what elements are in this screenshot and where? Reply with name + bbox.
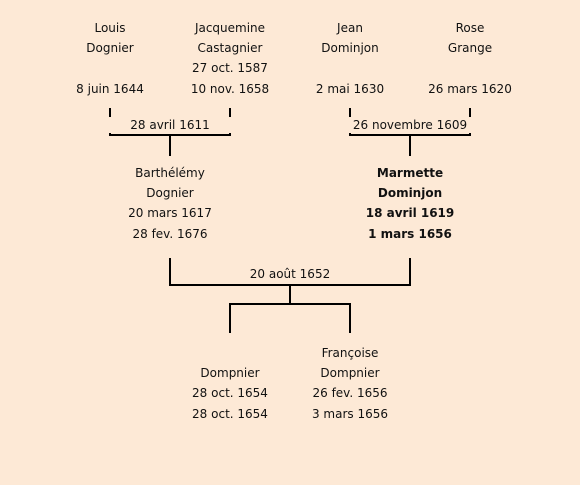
last-name: Dognier: [86, 41, 134, 55]
last-name: Dompnier: [200, 366, 260, 380]
last-name: Dominjon: [321, 41, 379, 55]
person-louis-dognier[interactable]: Louis Dognier 8 juin 1644: [50, 18, 170, 100]
death-date: 2 mai 1630: [315, 82, 385, 96]
death-date: 28 oct. 1654: [192, 407, 268, 421]
connector-line: [229, 303, 231, 333]
birth-date: 26 fev. 1656: [312, 386, 388, 400]
person-dompnier-child[interactable]: Dompnier 28 oct. 1654 28 oct. 1654: [170, 343, 290, 425]
first-name: Françoise: [321, 346, 379, 360]
death-date: 3 mars 1656: [311, 407, 389, 421]
last-name: Dompnier: [320, 366, 380, 380]
connector-line: [349, 303, 351, 333]
first-name: [170, 343, 290, 363]
birth-date: 20 mars 1617: [128, 206, 212, 220]
marriage-date-maternal: 26 novembre 1609: [340, 117, 480, 133]
birth-date: [290, 58, 410, 79]
last-name: Dognier: [146, 186, 194, 200]
marriage-date-paternal: 28 avril 1611: [100, 117, 240, 133]
person-francoise-dompnier[interactable]: Françoise Dompnier 26 fev. 1656 3 mars 1…: [290, 343, 410, 425]
last-name: Grange: [447, 41, 493, 55]
first-name: Barthélémy: [135, 166, 205, 180]
death-date: 26 mars 1620: [428, 82, 512, 96]
birth-date: 27 oct. 1587: [192, 61, 268, 75]
death-date: 1 mars 1656: [368, 227, 452, 241]
birth-date: [50, 58, 170, 79]
birth-date: 18 avril 1619: [365, 206, 455, 220]
person-jean-dominjon[interactable]: Jean Dominjon 2 mai 1630: [290, 18, 410, 100]
first-name: Jacquemine: [194, 21, 266, 35]
birth-date: [410, 58, 530, 79]
person-jacquemine-castagnier[interactable]: Jacquemine Castagnier 27 oct. 1587 10 no…: [170, 18, 290, 100]
marriage-date-parents: 20 août 1652: [220, 266, 360, 282]
first-name: Jean: [337, 21, 363, 35]
death-date: 8 juin 1644: [76, 82, 144, 96]
first-name: Rose: [455, 21, 485, 35]
death-date: 10 nov. 1658: [190, 82, 270, 96]
last-name: Dominjon: [377, 186, 443, 200]
connector-line: [169, 258, 171, 286]
connector-line: [169, 134, 171, 156]
connector-line: [409, 134, 411, 156]
last-name: Castagnier: [197, 41, 263, 55]
person-rose-grange[interactable]: Rose Grange 26 mars 1620: [410, 18, 530, 100]
birth-date: 28 oct. 1654: [192, 386, 268, 400]
person-marmette-dominjon[interactable]: Marmette Dominjon 18 avril 1619 1 mars 1…: [350, 163, 470, 245]
death-date: 28 fev. 1676: [132, 227, 208, 241]
connector-line: [409, 258, 411, 286]
first-name: Louis: [94, 21, 126, 35]
first-name: Marmette: [376, 166, 444, 180]
connector-line: [229, 303, 351, 305]
person-barthelemy-dognier[interactable]: Barthélémy Dognier 20 mars 1617 28 fev. …: [110, 163, 230, 245]
connector-line: [289, 284, 291, 304]
